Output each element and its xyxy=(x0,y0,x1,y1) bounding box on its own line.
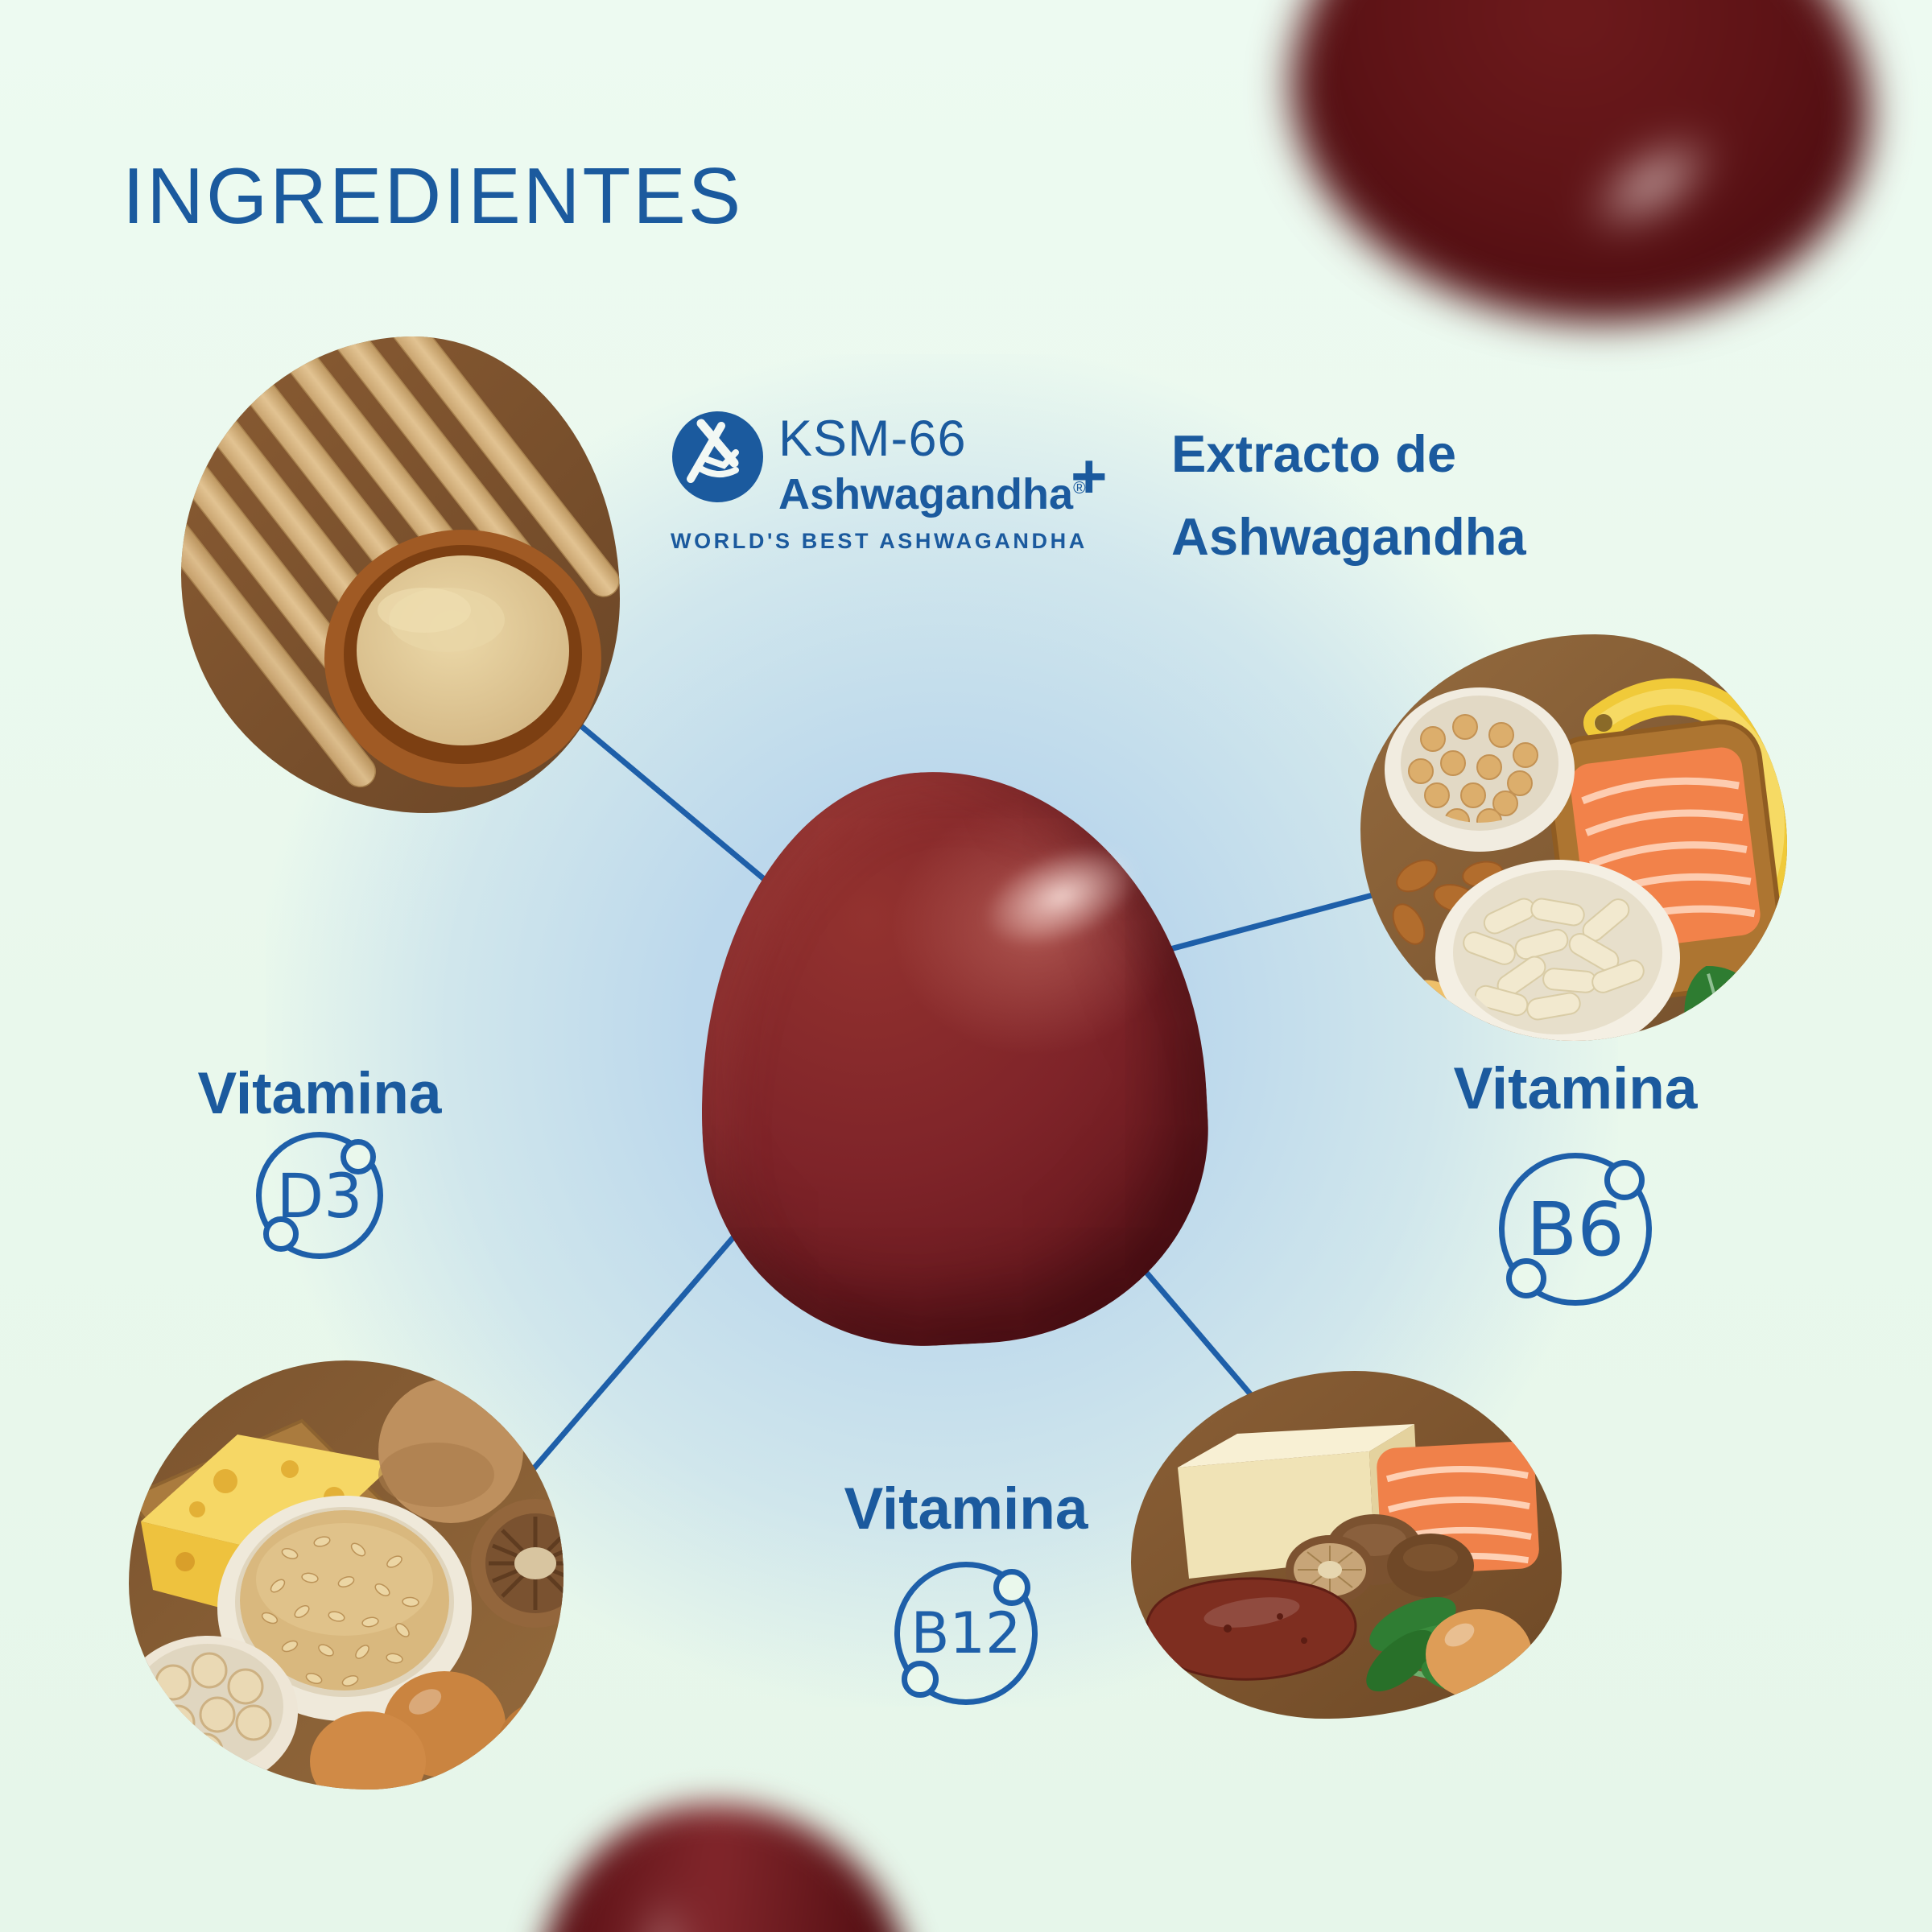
ksm66-brand-bottom: Ashwagandha® xyxy=(778,464,1086,518)
molecule-node-icon xyxy=(993,1569,1030,1606)
extract-label-line1: Extracto de xyxy=(1171,424,1457,483)
vitamin-b12-badge-text: B12 xyxy=(910,1600,1022,1666)
vitamin-b6-label: Vitamina xyxy=(1453,1056,1698,1121)
powder-bowl xyxy=(324,530,601,787)
registered-trademark-symbol: ® xyxy=(1073,479,1086,497)
vitamin-b6-foods-photo xyxy=(1360,634,1787,1041)
molecule-node-icon xyxy=(263,1216,299,1252)
ksm66-brand-top: KSM-66 xyxy=(778,411,967,467)
molecule-node-icon xyxy=(341,1139,376,1174)
d3-photo-art xyxy=(129,1360,564,1790)
vitamin-d3-label: Vitamina xyxy=(197,1061,442,1126)
shiitake-mushrooms xyxy=(1286,1514,1474,1604)
extract-label-line2: Ashwagandha xyxy=(1171,507,1526,566)
ksm66-brand-bottom-text: Ashwagandha xyxy=(778,470,1074,518)
ashwagandha-photo-art xyxy=(181,336,620,813)
vitamin-b12-badge: B12 xyxy=(894,1562,1038,1705)
liver-slice xyxy=(1145,1577,1357,1681)
vitamin-d3-badge: D3 xyxy=(256,1132,383,1259)
ksm66-tagline: WORLD'S BEST ASHWAGANDHA xyxy=(671,529,1088,553)
molecule-node-icon xyxy=(1506,1258,1546,1298)
decorative-gummy-top-right xyxy=(1250,0,1915,378)
vitamin-b6-badge-text: B6 xyxy=(1526,1186,1624,1273)
ashwagandha-photo xyxy=(181,336,620,813)
page-title: INGREDIENTES xyxy=(122,151,744,240)
vitamin-b12-foods-photo xyxy=(1131,1371,1562,1719)
ksm66-wordmark: KSM-66 Ashwagandha® xyxy=(778,411,1086,519)
ksm66-mortar-pestle-icon xyxy=(672,411,763,502)
b6-photo-art xyxy=(1360,634,1787,1041)
molecule-node-icon xyxy=(902,1661,939,1698)
extract-label: Extracto de Ashwagandha xyxy=(1171,412,1526,578)
plus-sign: + xyxy=(1071,440,1108,511)
ksm66-logo xyxy=(672,411,763,502)
vitamin-d3-foods-photo xyxy=(129,1360,564,1790)
molecule-node-icon xyxy=(1604,1160,1645,1200)
oats-bowl xyxy=(217,1496,472,1721)
chickpeas-bowl xyxy=(1385,687,1575,852)
vitamin-b12-label: Vitamina xyxy=(844,1476,1088,1542)
b12-photo-art xyxy=(1131,1371,1562,1719)
decorative-gummy-bottom xyxy=(509,1778,932,1932)
vitamin-b6-badge: B6 xyxy=(1499,1153,1652,1306)
